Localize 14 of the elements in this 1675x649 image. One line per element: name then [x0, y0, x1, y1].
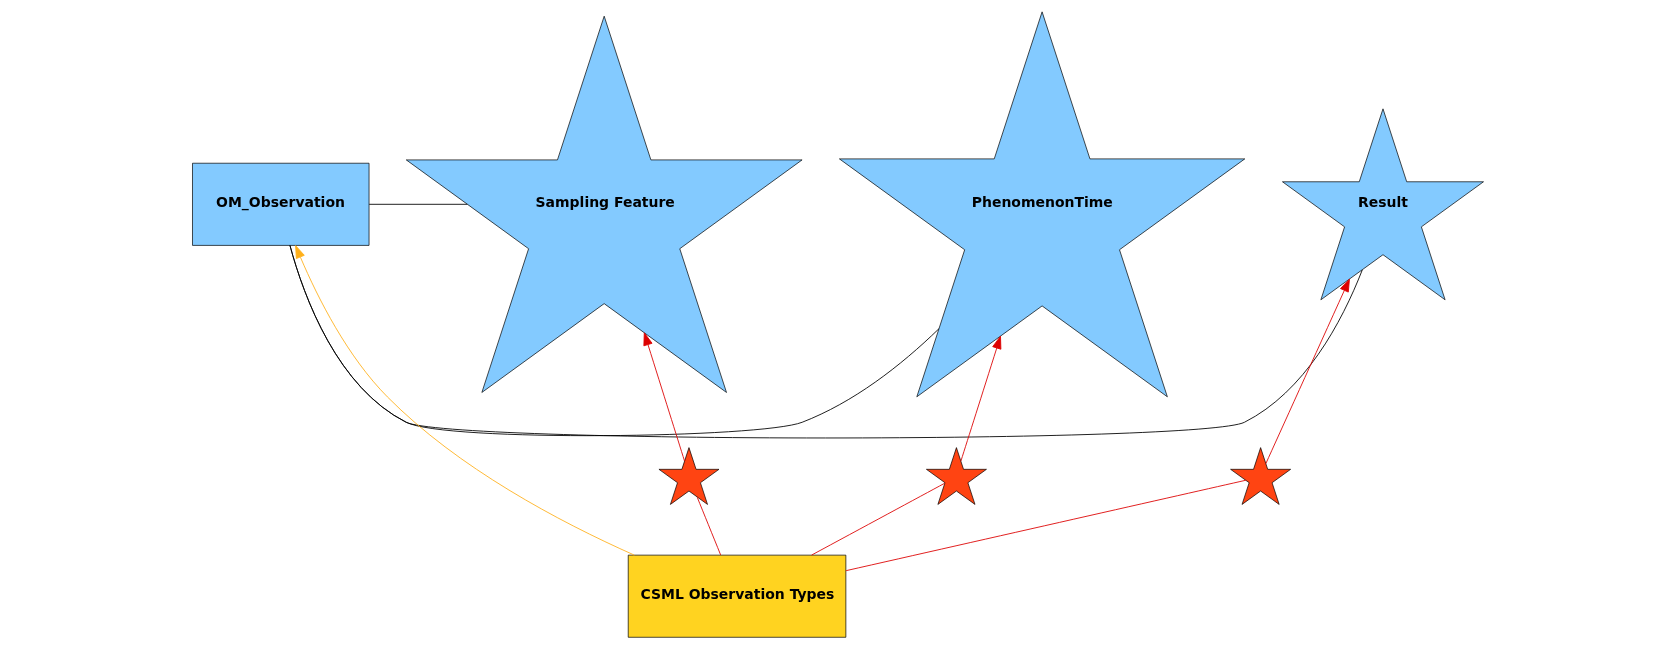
connector — [696, 496, 721, 556]
connector — [845, 479, 1246, 572]
node-star — [1229, 447, 1291, 505]
arrow — [294, 245, 635, 556]
connector — [368, 203, 468, 205]
node-star — [925, 447, 987, 505]
arrow — [1264, 278, 1350, 464]
arrow — [960, 335, 1001, 462]
node-box: OM_Observation — [191, 162, 369, 246]
node-star — [658, 447, 719, 505]
arrow — [642, 332, 685, 462]
connector — [289, 245, 1363, 439]
node-box: CSML Observation Types — [627, 554, 846, 638]
connector — [810, 482, 945, 556]
